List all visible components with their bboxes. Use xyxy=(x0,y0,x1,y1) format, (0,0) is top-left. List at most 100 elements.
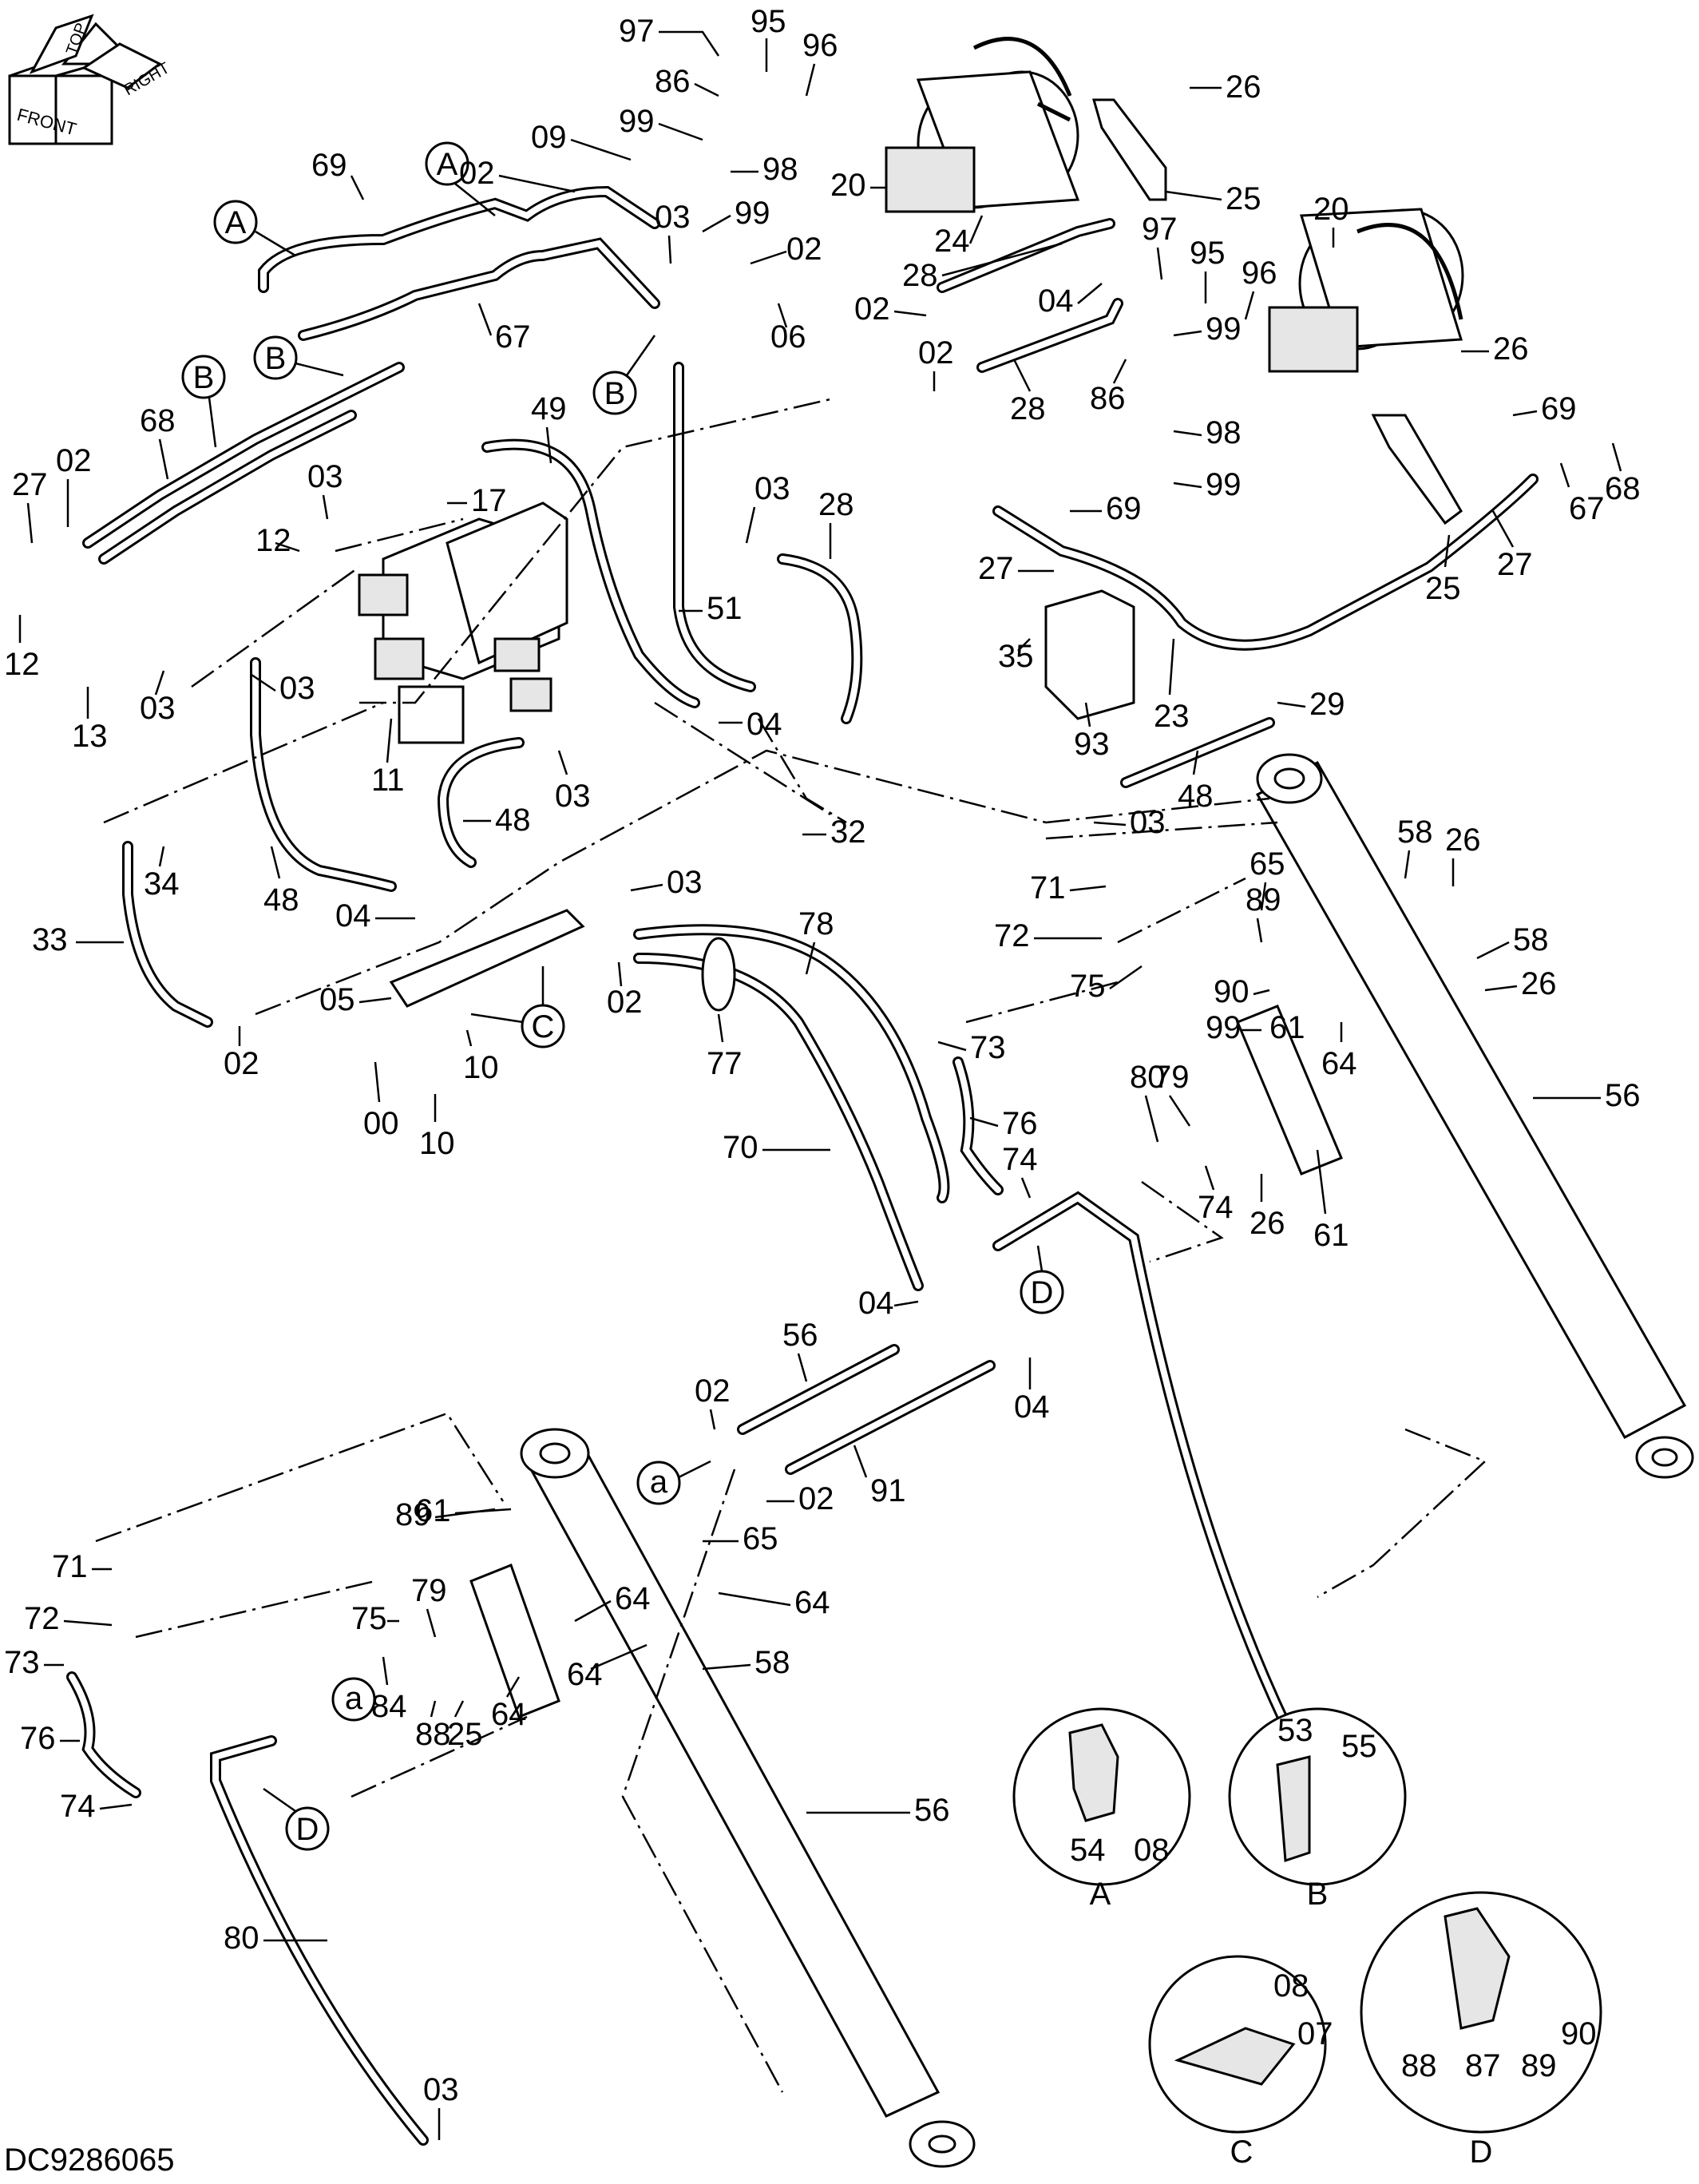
part-number-label: 25 xyxy=(1226,181,1261,216)
part-number-label: 03 xyxy=(140,691,176,726)
part-number-label: 76 xyxy=(1002,1106,1038,1141)
detail-D-letter: D xyxy=(1470,2134,1493,2170)
callout-D-left: D xyxy=(263,1787,330,1851)
part-number-label: 56 xyxy=(914,1793,950,1828)
part-number-label: 02 xyxy=(607,985,643,1020)
part-number-label: 13 xyxy=(72,719,108,754)
hose-78 xyxy=(633,924,950,1203)
part-number-label: 99 xyxy=(1206,467,1242,502)
part-number-label: 99 xyxy=(1206,1010,1242,1045)
detail-D-part-3: 89 xyxy=(1521,2048,1557,2083)
part-number-label: 03 xyxy=(754,471,790,506)
steel-tube-69 xyxy=(258,185,660,293)
part-number-label: 86 xyxy=(1090,381,1126,416)
part-number-label: 23 xyxy=(1154,699,1190,734)
svg-text:D: D xyxy=(296,1812,319,1847)
part-number-label: 99 xyxy=(1206,311,1242,347)
part-number-label: 71 xyxy=(52,1549,88,1584)
callout-A-upper: A xyxy=(425,141,496,216)
part-number-label: 05 xyxy=(319,982,355,1017)
part-number-label: 04 xyxy=(858,1286,894,1321)
detail-C-part-2: 07 xyxy=(1297,2016,1333,2051)
part-number-label: 27 xyxy=(1497,547,1533,582)
detail-view-B: B 53 55 xyxy=(1228,1707,1407,1912)
part-number-label: 61 xyxy=(1269,1010,1305,1045)
part-number-label: 04 xyxy=(747,707,782,742)
part-number-label: 03 xyxy=(555,779,591,814)
part-number-label: 77 xyxy=(707,1046,743,1081)
plate-61-left xyxy=(469,1564,560,1718)
part-number-label: 11 xyxy=(371,763,405,798)
grommet-77 xyxy=(701,937,736,1012)
part-number-label: 04 xyxy=(1038,283,1074,319)
part-number-label: 58 xyxy=(1397,815,1433,850)
part-number-label: 69 xyxy=(311,148,347,183)
part-number-label: 64 xyxy=(615,1581,651,1616)
part-number-label: 02 xyxy=(224,1046,259,1081)
part-number-label: 69 xyxy=(1541,391,1577,426)
part-number-label: 74 xyxy=(60,1789,96,1824)
part-number-label: 12 xyxy=(255,523,291,558)
part-number-label: 97 xyxy=(619,14,655,49)
part-number-label: 03 xyxy=(423,2072,459,2107)
detail-C-letter: C xyxy=(1230,2134,1253,2170)
phantom-lines xyxy=(95,398,1487,2093)
part-number-label: 03 xyxy=(279,671,315,706)
part-number-label: 89 xyxy=(395,1497,431,1532)
part-number-label: 74 xyxy=(1198,1190,1234,1225)
part-number-label: 26 xyxy=(1445,822,1481,858)
part-number-label: 71 xyxy=(1030,870,1066,906)
part-number-label: 88 xyxy=(415,1717,451,1752)
part-number-label: 35 xyxy=(998,639,1034,674)
hydraulic-cylinder-56-right xyxy=(1255,753,1694,1479)
part-number-label: 25 xyxy=(1425,571,1461,606)
part-number-label: 72 xyxy=(24,1601,60,1636)
part-number-label: 86 xyxy=(655,64,691,99)
part-number-label: 02 xyxy=(918,335,954,371)
detail-B-part-2: 55 xyxy=(1341,1729,1377,1764)
part-number-label: 64 xyxy=(794,1585,830,1620)
detail-C-part-1: 08 xyxy=(1273,1968,1309,2004)
control-valve-block-11 xyxy=(358,501,568,744)
drawing-id: DC9286065 xyxy=(4,2142,175,2178)
hydraulic-cylinder-56-left xyxy=(520,1428,976,2168)
bracket-35 xyxy=(1044,589,1135,720)
part-number-label: 03 xyxy=(307,459,343,494)
part-number-label: 58 xyxy=(754,1645,790,1680)
part-number-label: 24 xyxy=(934,224,970,259)
part-number-label: 12 xyxy=(4,647,40,682)
part-number-label: 09 xyxy=(531,120,567,155)
part-number-label: 26 xyxy=(1226,69,1261,105)
callout-D-right: D xyxy=(1020,1245,1064,1314)
svg-text:B: B xyxy=(193,360,215,395)
svg-text:A: A xyxy=(437,147,458,182)
part-number-label: 27 xyxy=(12,467,48,502)
part-number-label: 28 xyxy=(902,258,938,293)
part-number-label: 69 xyxy=(1106,491,1142,526)
part-number-label: 48 xyxy=(495,803,531,838)
svg-text:A: A xyxy=(225,205,247,240)
callout-B-mid: B xyxy=(592,335,656,415)
part-number-label: 84 xyxy=(371,1689,407,1724)
part-number-label: 61 xyxy=(1313,1218,1349,1253)
plate-61-right xyxy=(1236,1005,1343,1175)
detail-D-part-2: 87 xyxy=(1465,2048,1501,2083)
part-number-label: 29 xyxy=(1309,687,1345,722)
bracket-25-lower xyxy=(1371,414,1463,525)
part-number-label: 80 xyxy=(1130,1060,1166,1095)
part-number-label: 65 xyxy=(1249,846,1285,882)
part-number-label: 96 xyxy=(1242,256,1277,291)
hose-28-loop xyxy=(777,553,863,724)
part-number-label: 20 xyxy=(830,168,866,203)
part-number-label: 76 xyxy=(20,1721,56,1756)
detail-A-letter: A xyxy=(1090,1877,1111,1912)
part-number-label: 28 xyxy=(1010,391,1046,426)
part-number-label: 17 xyxy=(471,483,507,518)
manifold-05 xyxy=(389,909,585,1008)
part-number-label: 95 xyxy=(750,4,786,39)
part-number-label: 64 xyxy=(491,1697,527,1732)
part-number-label: 73 xyxy=(970,1030,1006,1065)
detail-view-D: D 88 87 89 90 xyxy=(1360,1891,1602,2170)
